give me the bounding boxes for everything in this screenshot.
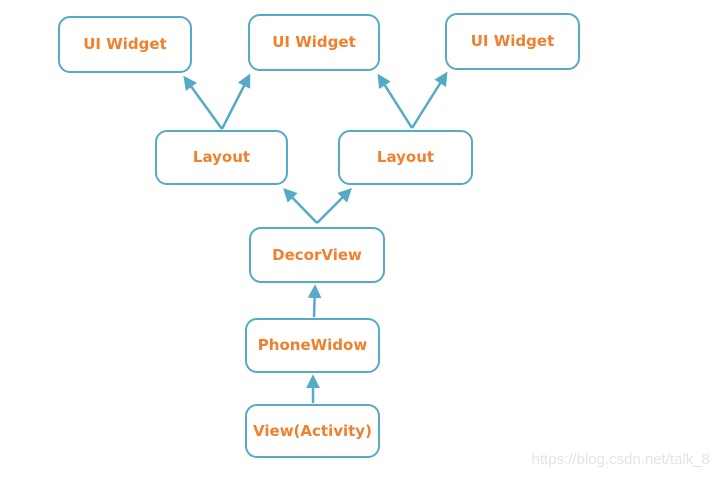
node-layout-2-label: Layout bbox=[376, 148, 435, 166]
arrow-decorview-to-layout1 bbox=[283, 188, 318, 224]
node-view-activity: View(Activity) bbox=[245, 404, 380, 458]
node-decorview: DecorView bbox=[249, 227, 385, 283]
arrow-decorview-to-layout2 bbox=[316, 188, 352, 224]
node-layout-1: Layout bbox=[155, 130, 288, 185]
node-ui-widget-3: UI Widget bbox=[445, 13, 580, 70]
arrow-layout1-to-uiwidget1 bbox=[183, 75, 224, 130]
node-phonewidow-label: PhoneWidow bbox=[257, 336, 368, 354]
node-decorview-label: DecorView bbox=[272, 245, 362, 264]
watermark: https://blog.csdn.net/talk_8 bbox=[531, 451, 710, 468]
node-ui-widget-1: UI Widget bbox=[58, 16, 192, 73]
arrow-layout2-to-uiwidget3 bbox=[410, 71, 448, 129]
arrow-phonewidow-to-decorview bbox=[307, 284, 322, 318]
node-layout-1-label: Layout bbox=[192, 148, 251, 166]
node-layout-2: Layout bbox=[338, 130, 473, 185]
node-ui-widget-2: UI Widget bbox=[248, 14, 380, 71]
node-ui-widget-2-label: UI Widget bbox=[272, 33, 356, 51]
arrow-layout1-to-uiwidget2 bbox=[220, 73, 251, 130]
node-ui-widget-3-label: UI Widget bbox=[470, 32, 555, 50]
node-ui-widget-1-label: UI Widget bbox=[83, 35, 167, 53]
arrow-layout2-to-uiwidget2 bbox=[377, 73, 414, 129]
node-phonewidow: PhoneWidow bbox=[245, 318, 380, 373]
node-view-activity-label: View(Activity) bbox=[253, 421, 372, 440]
